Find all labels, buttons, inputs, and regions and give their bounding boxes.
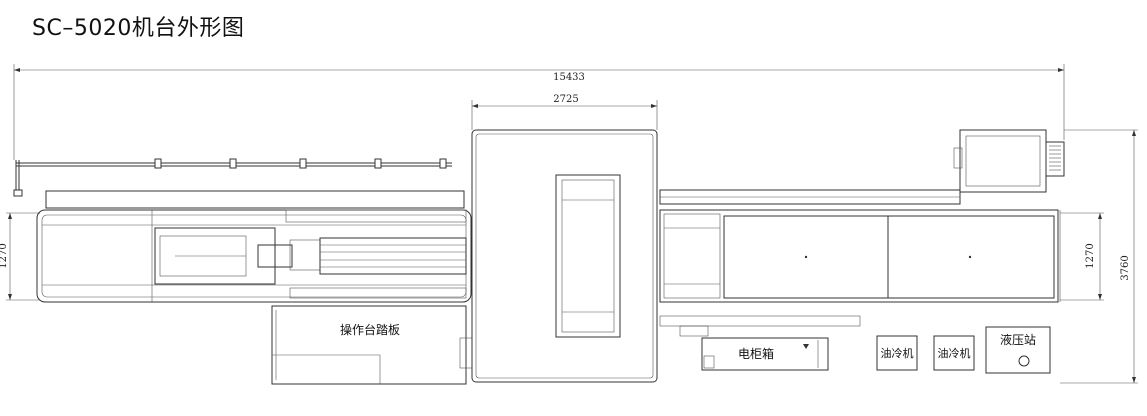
label-oil-cooler-2: 油冷机 <box>938 346 971 360</box>
right-bed <box>659 189 1059 303</box>
hydraulic-station: 液压站 <box>985 326 1051 374</box>
label-hydraulic-station: 液压站 <box>1000 332 1036 347</box>
dim-overall-length-text: 15433 <box>553 72 585 83</box>
dim-overall-height: 3760 <box>1060 129 1138 384</box>
label-cabinet: 电柜箱 <box>738 346 774 361</box>
dim-overall-length: 15433 <box>13 64 1065 160</box>
dim-center-width: 2725 <box>471 94 658 130</box>
dim-left-height-text: 1270 <box>0 243 9 268</box>
label-oil-cooler-1: 油冷机 <box>881 346 914 360</box>
dim-overall-height-text: 3760 <box>1120 255 1131 280</box>
lower-strips <box>659 315 861 337</box>
oil-cooler-1: 油冷机 <box>876 335 918 371</box>
dim-right-height-text: 1270 <box>1085 243 1096 268</box>
dim-center-width-text: 2725 <box>553 94 578 105</box>
drawing-title: SC–5020机台外形图 <box>32 16 245 41</box>
center-frame <box>471 129 658 383</box>
gauge-icon <box>1018 355 1030 367</box>
label-platform: 操作台踏板 <box>340 322 400 337</box>
electric-cabinet: 电柜箱 <box>701 337 829 371</box>
machine-head <box>953 129 1065 193</box>
vent-grille <box>1049 145 1061 171</box>
oil-cooler-2: 油冷机 <box>933 335 975 371</box>
operating-platform: 操作台踏板 <box>271 305 473 385</box>
left-bed <box>36 190 472 303</box>
dim-left-height: 1270 <box>0 212 40 301</box>
feeding-rail <box>13 158 452 197</box>
dim-right-height: 1270 <box>1060 212 1104 301</box>
